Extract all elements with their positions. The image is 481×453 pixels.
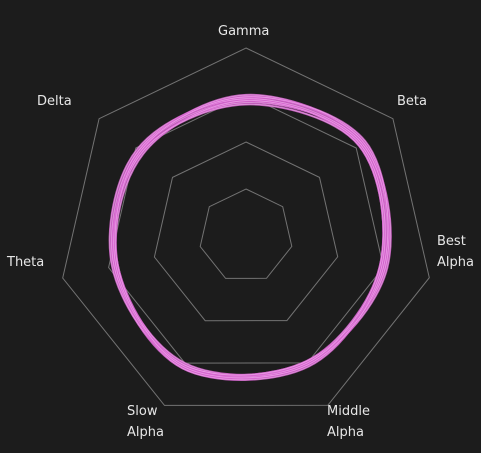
grid-ring-4	[62, 47, 430, 406]
grid-ring-2	[153, 141, 339, 322]
axis-label-best-alpha: Best Alpha	[437, 234, 474, 270]
axis-label-middle-alpha: Middle Alpha	[327, 404, 370, 440]
series-line-highlight-6	[115, 100, 386, 381]
axis-label-gamma: Gamma	[218, 24, 270, 39]
axis-label-slow-alpha: Slow Alpha	[127, 404, 164, 440]
series-line-highlight-9	[114, 96, 389, 379]
series-line-highlight-7	[111, 98, 390, 376]
grid-ring-1	[199, 188, 293, 279]
axis-label-beta: Beta	[397, 94, 427, 109]
axis-label-theta: Theta	[7, 255, 45, 270]
axis-label-delta: Delta	[37, 94, 72, 109]
